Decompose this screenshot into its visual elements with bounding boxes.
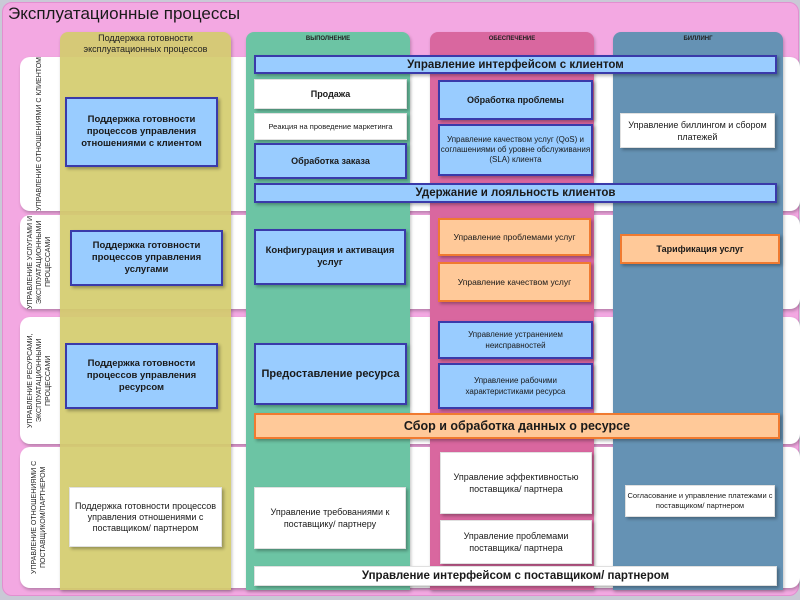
box-qos-sla[interactable]: Управление качеством услуг (QoS) и согла… xyxy=(438,124,593,176)
column-header-support: Поддержка готовности эксплуатационных пр… xyxy=(83,33,208,54)
support-box-supplier[interactable]: Поддержка готовности процессов управлени… xyxy=(69,487,222,547)
row-label-service: Управление услугами и эксплуатационными … xyxy=(26,215,52,309)
box-service-rating[interactable]: Тарификация услуг xyxy=(620,234,780,264)
diagram-title: Эксплуатационные процессы xyxy=(8,4,241,23)
box-sales[interactable]: Продажа xyxy=(254,79,407,109)
bar-supplier-interface[interactable]: Управление интерфейсом с поставщиком/ па… xyxy=(254,566,777,586)
row-label-customer: Управление отношениями с клиентом xyxy=(35,57,43,211)
bar-resource-data[interactable]: Сбор и обработка данных о ресурсе xyxy=(254,413,780,439)
support-box-service[interactable]: Поддержка готовности процессов управлени… xyxy=(70,230,223,286)
column-header-fulfillment: ВЫПОЛНЕНИЕ xyxy=(305,36,351,42)
bar-customer-interface[interactable]: Управление интерфейсом с клиентом xyxy=(254,55,777,74)
box-marketing[interactable]: Реакция на проведение маркетинга xyxy=(254,113,407,140)
column-header-billing: БИЛЛИНГ xyxy=(683,36,713,42)
box-supplier-requirements[interactable]: Управление требованиями к поставщику/ па… xyxy=(254,487,406,549)
box-service-quality[interactable]: Управление качеством услуг xyxy=(438,262,591,302)
row-label-supplier: Управление отношениями с поставщиком/пар… xyxy=(31,460,47,575)
support-box-resource[interactable]: Поддержка готовности процессов управлени… xyxy=(65,343,218,409)
box-supplier-settlement[interactable]: Согласование и управление платежами с по… xyxy=(625,485,775,517)
box-service-problem[interactable]: Управление проблемами услуг xyxy=(438,218,591,256)
box-problem-handling[interactable]: Обработка проблемы xyxy=(438,80,593,120)
row-label-resource: Управление ресурсами, эксплуатационными … xyxy=(26,333,52,428)
bar-retention[interactable]: Удержание и лояльность клиентов xyxy=(254,183,777,203)
box-fault-management[interactable]: Управление устранением неисправностей xyxy=(438,321,593,359)
box-billing-management[interactable]: Управление биллингом и сбором платежей xyxy=(620,113,775,148)
box-config-activation[interactable]: Конфигурация и активация услуг xyxy=(254,229,406,285)
box-resource-provisioning[interactable]: Предоставление ресурса xyxy=(254,343,407,405)
support-box-customer[interactable]: Поддержка готовности процессов управлени… xyxy=(65,97,218,167)
box-supplier-performance[interactable]: Управление эффективностью поставщика/ па… xyxy=(440,452,592,514)
column-header-assurance: ОБЕСПЕЧЕНИЕ xyxy=(488,36,536,42)
box-order[interactable]: Обработка заказа xyxy=(254,143,407,179)
box-supplier-problem[interactable]: Управление проблемами поставщика/ партне… xyxy=(440,520,592,564)
box-resource-performance[interactable]: Управление рабочими характеристиками рес… xyxy=(438,363,593,409)
